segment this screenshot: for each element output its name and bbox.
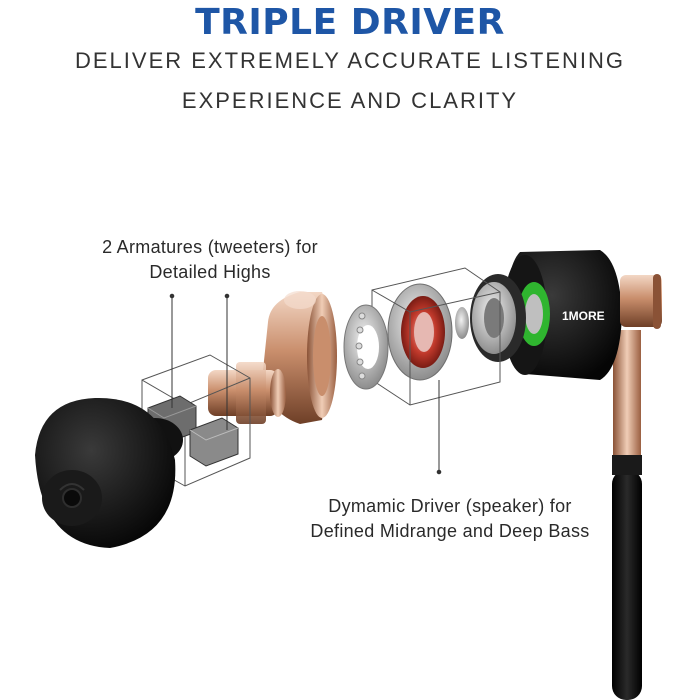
dynamic-driver — [387, 283, 453, 381]
dynamic-driver-callout: Dymamic Driver (speaker) for Defined Mid… — [285, 494, 615, 544]
page-title: TRIPLE DRIVER — [195, 2, 505, 43]
subtitle-line-1: DELIVER EXTREMELY ACCURATE LISTENING — [74, 48, 625, 73]
silver-mesh-washer — [343, 304, 389, 390]
armatures-callout-line-1: 2 Armatures (tweeters) for — [102, 237, 318, 257]
silver-spacer — [455, 307, 469, 339]
rose-gold-nozzle — [208, 362, 286, 424]
subtitle-line-2: EXPERIENCE AND CLARITY — [181, 88, 519, 113]
dynamic-driver-callout-line-2: Defined Midrange and Deep Bass — [310, 521, 590, 541]
silicone-ear-tip — [35, 397, 183, 548]
cable — [612, 330, 642, 700]
callout-leader-lines — [169, 293, 442, 475]
metal-back-cap — [470, 274, 526, 362]
dynamic-driver-callout-line-1: Dymamic Driver (speaker) for — [328, 496, 572, 516]
brand-logo: 1MORE — [562, 309, 605, 323]
armatures-callout: 2 Armatures (tweeters) for Detailed High… — [70, 235, 350, 285]
green-ring-plate — [518, 282, 550, 346]
armatures-callout-line-2: Detailed Highs — [149, 262, 271, 282]
